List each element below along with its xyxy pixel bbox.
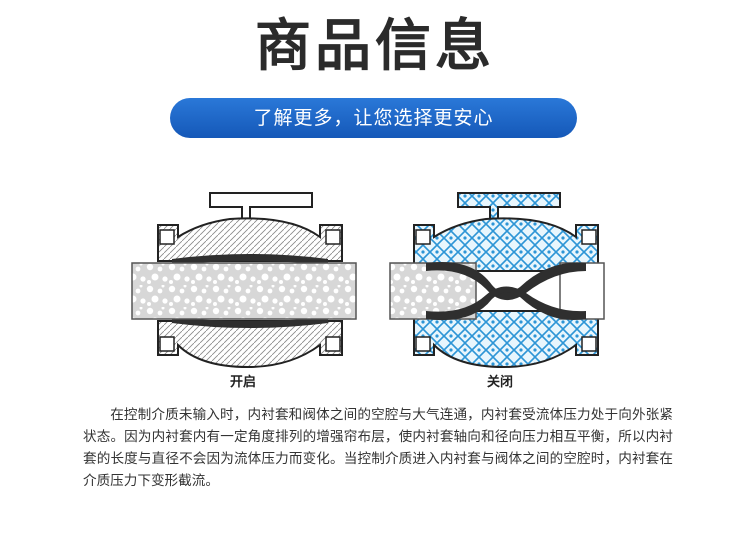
valve-diagram: 开启 关闭 xyxy=(80,175,680,400)
open-valve-diagram: 开启 xyxy=(131,192,357,390)
closed-label: 关闭 xyxy=(487,374,513,390)
learn-more-banner: 了解更多，让您选择更安心 xyxy=(170,98,577,138)
page-title: 商品信息 xyxy=(255,14,495,79)
description-text: 在控制介质未输入时，内衬套和阀体之间的空腔与大气连通，内衬套受流体压力处于向外张… xyxy=(83,407,673,489)
closed-valve-diagram: 关闭 xyxy=(389,192,605,390)
open-label: 开启 xyxy=(230,374,256,390)
